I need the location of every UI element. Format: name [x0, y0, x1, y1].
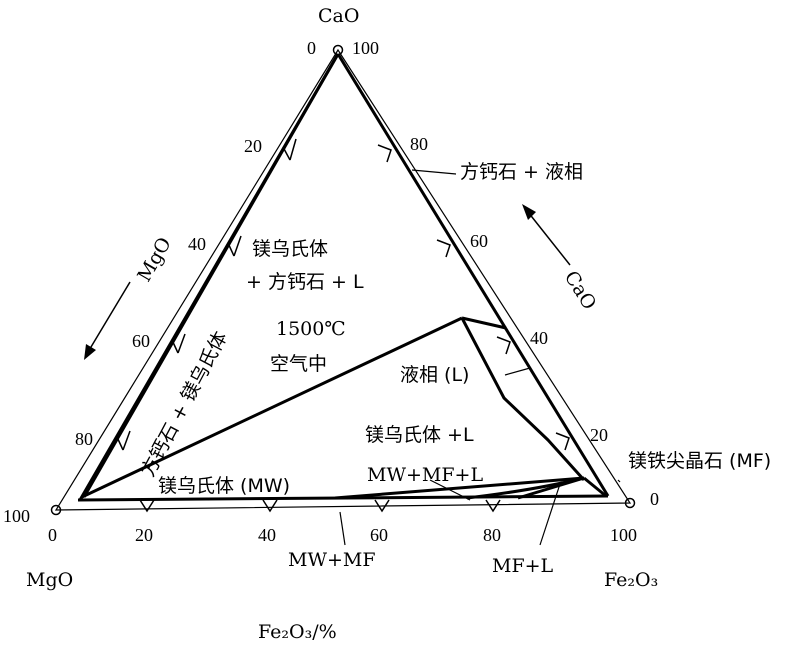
bottom-tick-40: 40	[258, 525, 276, 545]
lime-mw-boundary	[82, 53, 340, 498]
left-tick-60: 60	[132, 331, 150, 351]
bottom-tick-mark-60	[374, 499, 390, 513]
vertex-label-cao: CaO	[318, 5, 359, 27]
mgo-direction-arrow	[84, 281, 131, 360]
mw-liquid-tie-line	[81, 316, 463, 499]
right-tick-mark-60	[436, 239, 451, 258]
leader-mw-mf-l	[429, 479, 471, 501]
leader-mf	[617, 479, 621, 483]
bottom-tick-mark-20	[139, 499, 155, 513]
left-tick-mark-60	[171, 333, 186, 354]
bottom-tick-80: 80	[483, 525, 501, 545]
axis-label-mgo: MgO	[133, 234, 176, 286]
bottom-tick-100: 100	[610, 525, 637, 545]
left-tick-mark-80	[116, 430, 131, 451]
apex-tick-left: 0	[307, 38, 316, 58]
left-tick-80: 80	[75, 429, 93, 449]
bottom-tick-0: 0	[48, 525, 57, 545]
region-lime-liquid: 方钙石 + 液相	[460, 161, 583, 183]
region-mw-lime-l-line2: + 方钙石 + L	[246, 271, 364, 293]
region-mw-lime-l-line1: 镁乌氏体	[252, 238, 328, 260]
leader-mf-l	[539, 483, 561, 546]
left-tick-mark-20	[282, 138, 297, 161]
temperature-label: 1500℃	[276, 318, 346, 340]
region-mw-l: 镁乌氏体 +L	[365, 424, 474, 446]
left-tick-mark-40	[227, 235, 242, 257]
bottom-tick-60: 60	[370, 525, 388, 545]
right-tick-40: 40	[530, 328, 548, 348]
region-liquid: 液相 (L)	[400, 364, 469, 386]
axis-label-fe2o3: Fe₂O₃/%	[258, 621, 337, 643]
left-tick-100: 100	[3, 506, 30, 526]
liquidus-curve	[460, 317, 586, 482]
right-tick-60: 60	[470, 231, 488, 251]
right-tick-80: 80	[410, 134, 428, 154]
mf-l-boundary	[517, 476, 585, 500]
cao-direction-arrow	[522, 204, 571, 266]
right-tick-mark-80	[377, 144, 392, 163]
right-tick-mark-40	[496, 336, 511, 355]
right-tick-20: 20	[590, 425, 608, 445]
right-tick-mark-20	[555, 432, 570, 451]
right-tick-0: 0	[650, 489, 659, 509]
leader-liquid	[504, 367, 531, 376]
leader-lime-liquid	[411, 169, 457, 175]
left-tick-40: 40	[188, 234, 206, 254]
mf-right-boundary	[583, 476, 607, 498]
vertex-label-mgo: MgO	[26, 569, 73, 591]
region-mw: 镁乌氏体 (MW)	[158, 475, 290, 497]
vertex-label-fe2o3: Fe₂O₃	[604, 569, 658, 591]
left-tick-20: 20	[244, 136, 262, 156]
region-mf: 镁铁尖晶石 (MF)	[628, 450, 771, 472]
atmosphere-label: 空气中	[270, 353, 327, 375]
bottom-tick-mark-80	[485, 499, 501, 513]
axis-label-cao: CaO	[560, 267, 601, 314]
region-mw-mf: MW+MF	[288, 549, 376, 571]
region-lime-mw: 方钙石 + 镁乌氏体	[137, 328, 232, 480]
outer-triangle	[54, 48, 632, 511]
leader-mw-mf	[339, 511, 346, 546]
region-mw-mf-l: MW+MF+L	[367, 464, 483, 486]
bottom-tick-20: 20	[135, 525, 153, 545]
apex-tick-right: 100	[352, 38, 379, 58]
mw-mf-l-upper-boundary	[334, 476, 585, 500]
bottom-tick-mark-40	[262, 499, 278, 513]
region-mf-l: MF+L	[492, 555, 554, 577]
liquidus-upper-segment	[461, 316, 507, 330]
inner-right-boundary	[336, 53, 610, 497]
